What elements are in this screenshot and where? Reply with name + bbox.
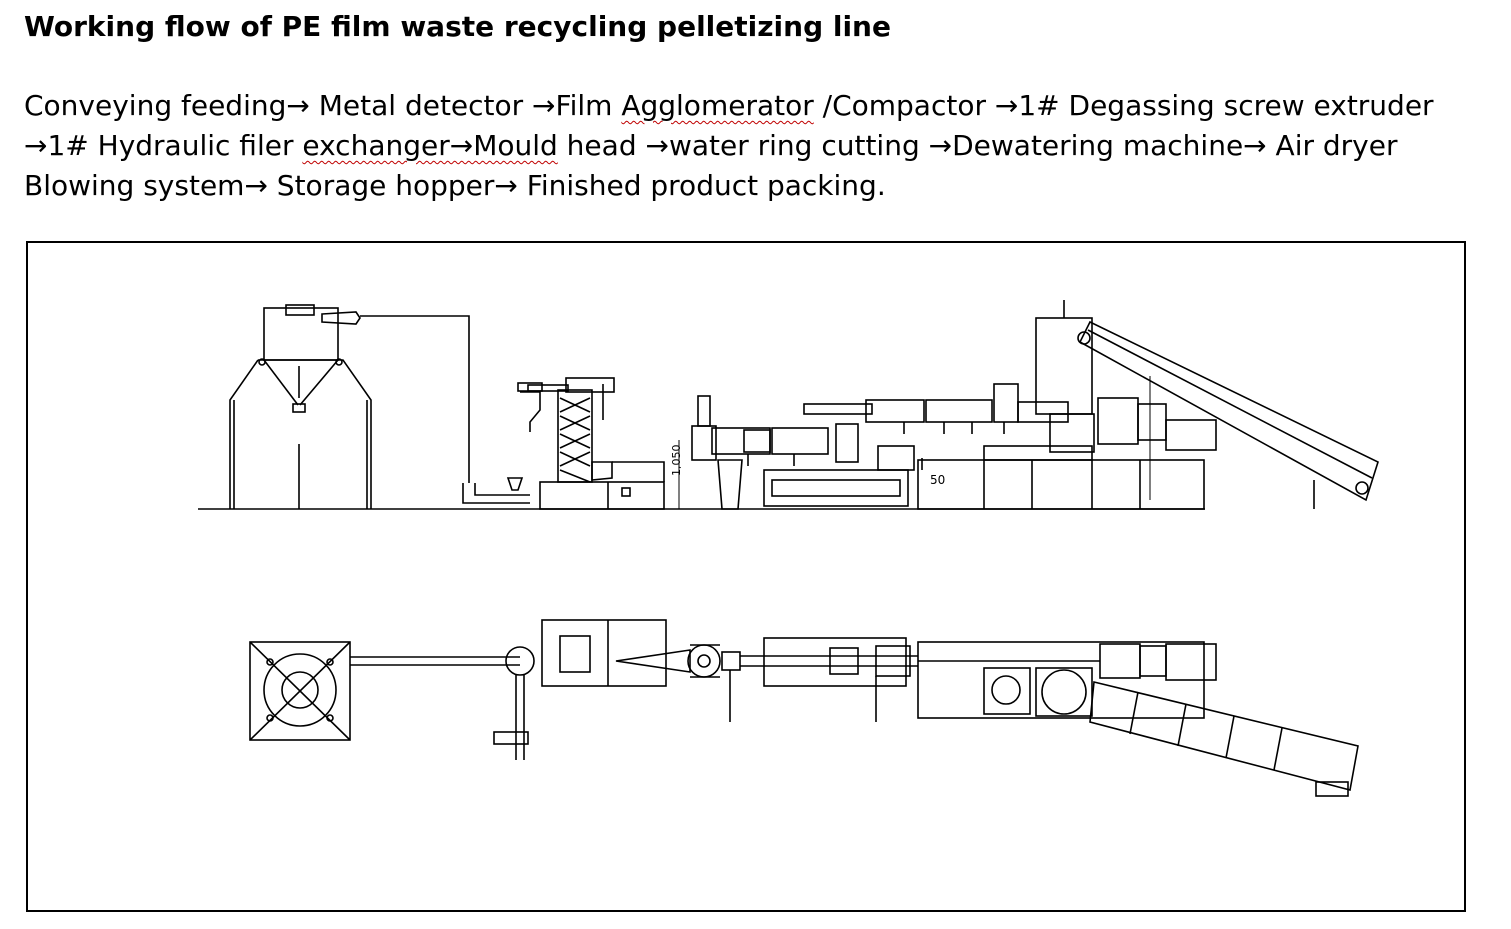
- blowing-pipe-side: [360, 315, 530, 504]
- conveyor-plan: [1089, 681, 1359, 797]
- extruder-plan: [721, 637, 1217, 722]
- flow-line2-exchanger: exchanger→Mould: [302, 129, 558, 162]
- drive-motor-side: [1035, 300, 1217, 453]
- process-flow-text: Conveying feeding→ Metal detector →Film …: [24, 86, 1494, 206]
- plan-view: [249, 619, 1359, 797]
- dimension-height-label: 1,050: [670, 445, 683, 477]
- storage-silo-plan: [249, 641, 351, 741]
- compactor-side: [517, 377, 680, 510]
- flow-line1-part3: /Compactor →1# Degassing screw extruder: [813, 89, 1434, 122]
- compactor-plan: [541, 619, 721, 687]
- flow-line2-part3: head →water ring cutting →Dewatering mac…: [557, 129, 1398, 162]
- flow-line1-agglomerator: Agglomerator: [621, 89, 814, 122]
- flow-line1-part1: Conveying feeding→ Metal detector →Film: [24, 89, 622, 122]
- flow-line2-part1: →1# Hydraulic filer: [24, 129, 303, 162]
- drawing-frame: [26, 241, 1466, 912]
- dimension-small-label: 50: [930, 473, 945, 487]
- extruder-side: [763, 383, 1205, 510]
- conveyor-side: [1077, 320, 1379, 509]
- page-title: Working flow of PE film waste recycling …: [24, 10, 891, 43]
- feed-motor-side: [691, 395, 859, 510]
- storage-silo-side: [229, 304, 372, 509]
- side-elevation-view: 1,050 50: [198, 300, 1379, 510]
- blowing-pipe-plan: [350, 646, 535, 760]
- flow-line3: Blowing system→ Storage hopper→ Finished…: [24, 169, 886, 202]
